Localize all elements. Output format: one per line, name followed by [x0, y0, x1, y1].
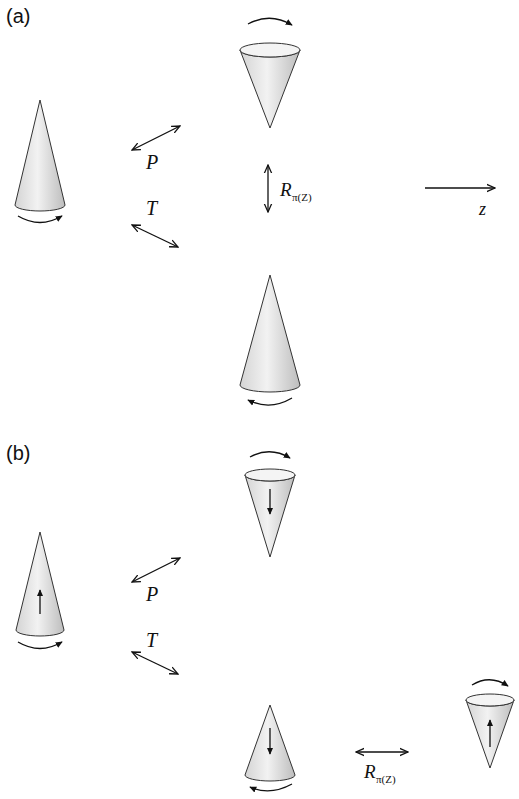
panel-label: (b)	[6, 443, 30, 463]
operator-label: T	[146, 630, 157, 650]
operator-label: P	[146, 584, 158, 604]
panel-label: (a)	[6, 6, 30, 26]
operator-subscript: π(Z)	[292, 192, 312, 203]
axis-label: z	[479, 200, 486, 218]
operator-label: R	[364, 762, 376, 781]
operator-label: R	[280, 180, 292, 199]
operator-label: T	[146, 198, 157, 218]
operator-subscript: π(Z)	[376, 774, 396, 785]
operator-label: P	[146, 152, 158, 172]
